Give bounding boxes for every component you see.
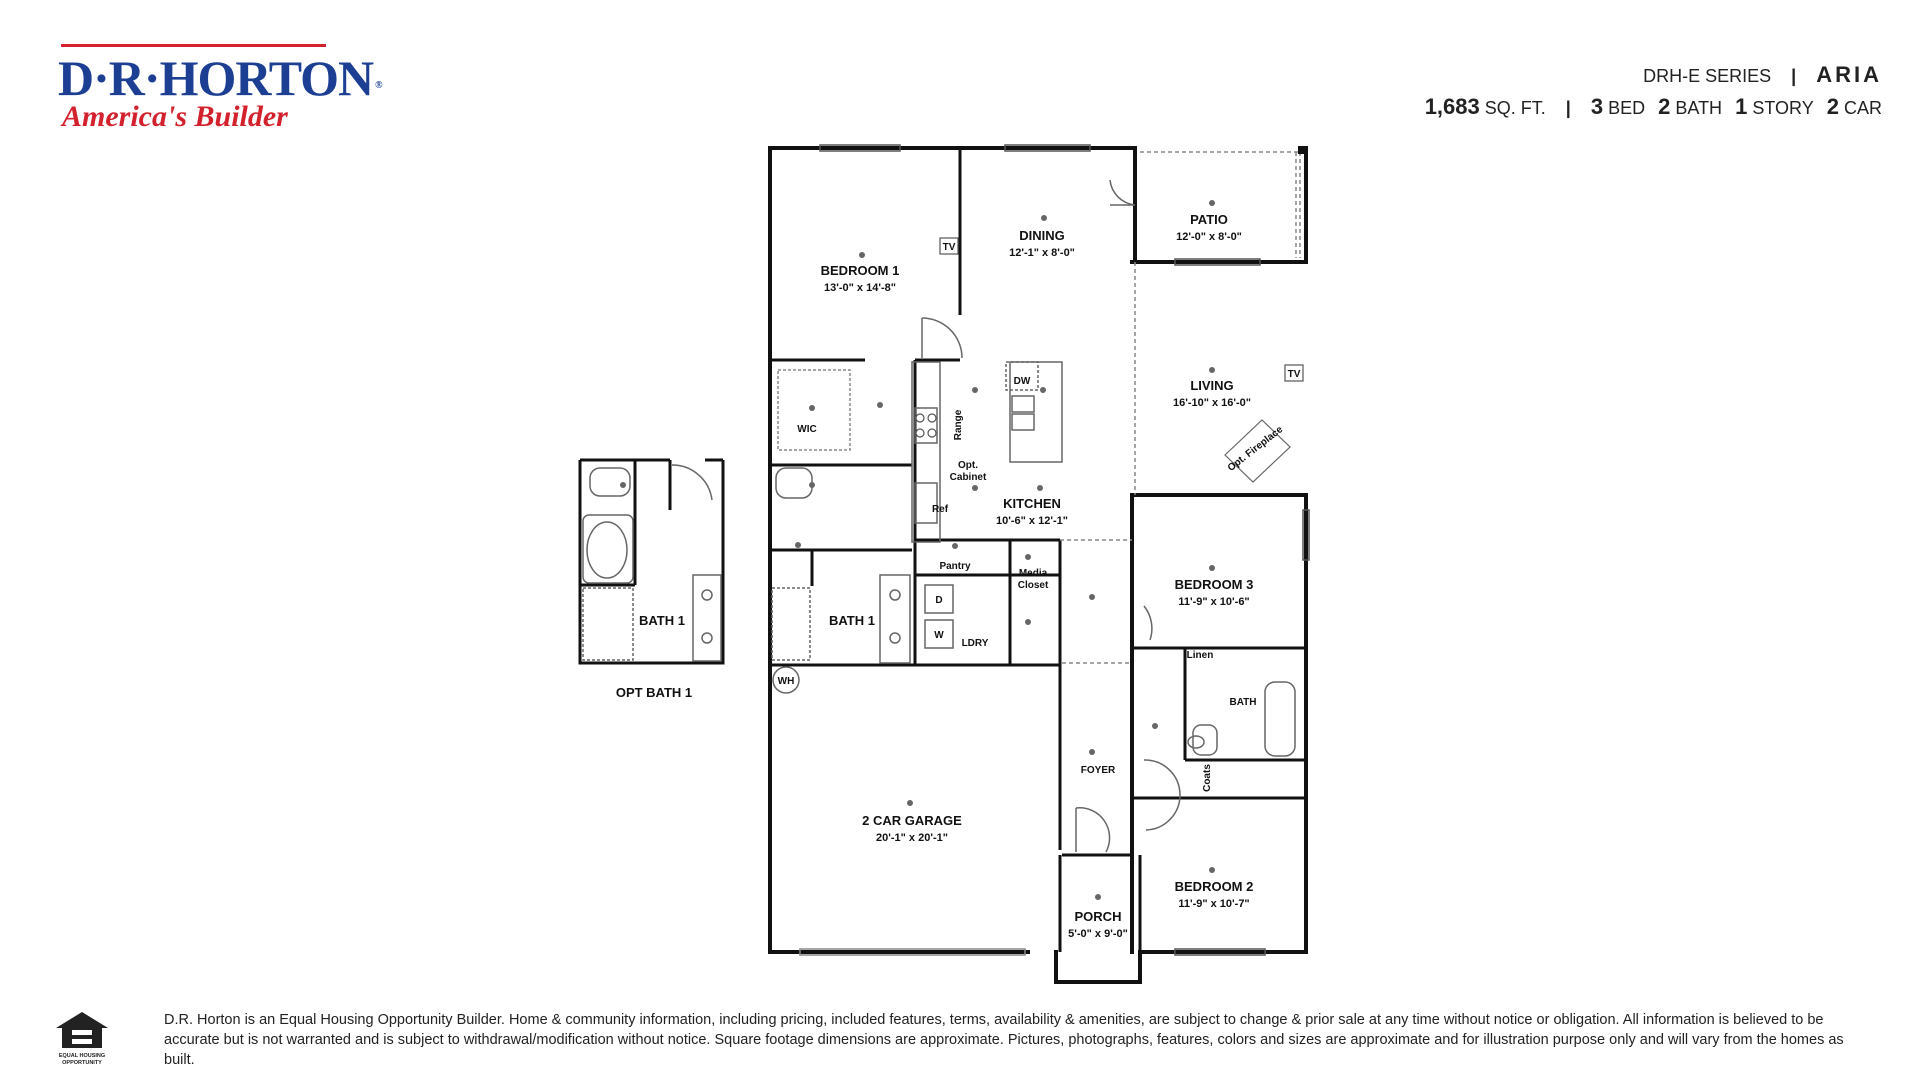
plan-stats: 1,683 SQ. FT. | 3 BED 2 BATH 1 STORY 2 CAR — [1425, 94, 1882, 120]
media-closet-label-2: Closet — [1018, 580, 1049, 591]
series-name: DRH-E SERIES — [1643, 66, 1772, 86]
linen-label: Linen — [1187, 650, 1214, 661]
patio-name: PATIO — [1190, 212, 1228, 227]
opt-cabinet-label-2: Cabinet — [950, 472, 987, 483]
stories-value: 1 — [1735, 94, 1748, 119]
bedroom3-dims: 11'-9" x 10'-6" — [1178, 596, 1249, 608]
water-heater — [772, 666, 800, 694]
bedroom1-dims: 13'-0" x 14'-8" — [824, 282, 896, 294]
logo-wordmark: D·R·HORTON® — [58, 50, 383, 106]
logo-tagline: America's Builder — [62, 100, 288, 133]
brand-logo: D·R·HORTON® America's Builder — [58, 44, 383, 134]
kitchen-island — [1005, 361, 1063, 463]
eho-text-line1: EQUAL HOUSING — [59, 1053, 105, 1059]
equal-housing-icon: EQUAL HOUSING OPPORTUNITY — [56, 1012, 108, 1066]
garage-unit: CAR — [1843, 98, 1882, 118]
tv-label-living: TV — [1288, 369, 1301, 380]
patio-outline — [1140, 151, 1301, 258]
sqft-unit: SQ. FT. — [1484, 98, 1546, 118]
dryer-label: D — [935, 595, 942, 606]
patio-dims: 12'-0" x 8'-0" — [1176, 231, 1242, 243]
legal-disclaimer: D.R. Horton is an Equal Housing Opportun… — [164, 1012, 1844, 1068]
bath1-name: BATH 1 — [829, 613, 875, 628]
garage-value: 2 — [1826, 94, 1839, 119]
wic-closet — [777, 369, 851, 451]
range-label: Range — [953, 409, 964, 440]
dining-dims: 12'-1" x 8'-0" — [1009, 247, 1075, 259]
dining-name: DINING — [1019, 228, 1065, 243]
porch-dims: 5'-0" x 9'-0" — [1068, 928, 1128, 940]
opt-bath1-room-name: BATH 1 — [639, 613, 685, 628]
plan-series-header: DRH-E SERIES | ARIA — [1643, 62, 1882, 88]
room-labels: BEDROOM 1 13'-0" x 14'-8" DINING 12'-1" … — [616, 212, 1257, 940]
bedroom3-name: BEDROOM 3 — [1175, 577, 1254, 592]
tv-box-bedroom1 — [939, 237, 959, 255]
wic-label: WIC — [797, 424, 816, 435]
door-swings — [921, 179, 1181, 853]
beds-value: 3 — [1590, 94, 1604, 119]
header-separator: | — [1791, 66, 1797, 86]
pantry-label: Pantry — [939, 561, 971, 572]
bath-name: BATH — [1229, 697, 1256, 708]
tv-box-living — [1284, 364, 1304, 382]
water-heater-label: WH — [778, 676, 795, 687]
kitchen-counter — [911, 361, 941, 543]
plan-name: ARIA — [1816, 62, 1882, 87]
living-name: LIVING — [1190, 378, 1233, 393]
kitchen-name: KITCHEN — [1003, 496, 1061, 511]
opt-fireplace-label: Opt. Fireplace — [1226, 424, 1286, 474]
garage-door — [799, 948, 1026, 956]
laundry-appliances — [924, 584, 954, 649]
stories-unit: STORY — [1752, 98, 1814, 118]
sqft-value: 1,683 — [1424, 94, 1480, 119]
bedroom2-dims: 11'-9" x 10'-7" — [1178, 898, 1249, 910]
baths-value: 2 — [1658, 94, 1671, 119]
coats-label: Coats — [1202, 764, 1213, 792]
opt-cabinet-label-1: Opt. — [958, 460, 978, 471]
opt-fireplace — [1224, 419, 1291, 483]
bath-fixtures — [771, 467, 1296, 757]
living-dims: 16'-10" x 16'-0" — [1173, 397, 1251, 409]
media-closet-label-1: Media — [1019, 568, 1048, 579]
dw-label: DW — [1014, 376, 1031, 387]
room-markers — [620, 200, 1215, 900]
eho-text-line2: OPPORTUNITY — [62, 1060, 102, 1066]
kitchen-range — [915, 413, 937, 438]
kitchen-dims: 10'-6" x 12'-1" — [996, 515, 1068, 527]
logo-registered-mark: ® — [375, 80, 383, 91]
bedroom2-name: BEDROOM 2 — [1175, 879, 1254, 894]
foyer-name: FOYER — [1081, 765, 1116, 776]
logo-name: D·R·HORTON — [58, 50, 374, 106]
washer-label: W — [934, 630, 944, 641]
opt-bath-walls — [578, 458, 725, 665]
stats-separator: | — [1565, 98, 1571, 118]
patio-post — [1298, 146, 1306, 154]
opt-bath1-caption: OPT BATH 1 — [616, 685, 692, 700]
porch-name: PORCH — [1075, 909, 1122, 924]
tv-label-bedroom1: TV — [943, 242, 956, 253]
open-boundaries — [1060, 262, 1136, 664]
laundry-label: LDRY — [962, 638, 989, 649]
bedroom1-name: BEDROOM 1 — [821, 263, 900, 278]
garage-dims: 20'-1" x 20'-1" — [876, 832, 948, 844]
windows — [819, 144, 1310, 956]
baths-unit: BATH — [1675, 98, 1723, 118]
logo-red-rule — [61, 44, 326, 47]
garage-name: 2 CAR GARAGE — [862, 813, 962, 828]
exterior-walls — [768, 146, 1308, 984]
ref-label: Ref — [932, 504, 949, 515]
beds-unit: BED — [1608, 98, 1646, 118]
interior-walls — [772, 150, 1306, 952]
opt-bath-fixtures — [582, 464, 722, 662]
